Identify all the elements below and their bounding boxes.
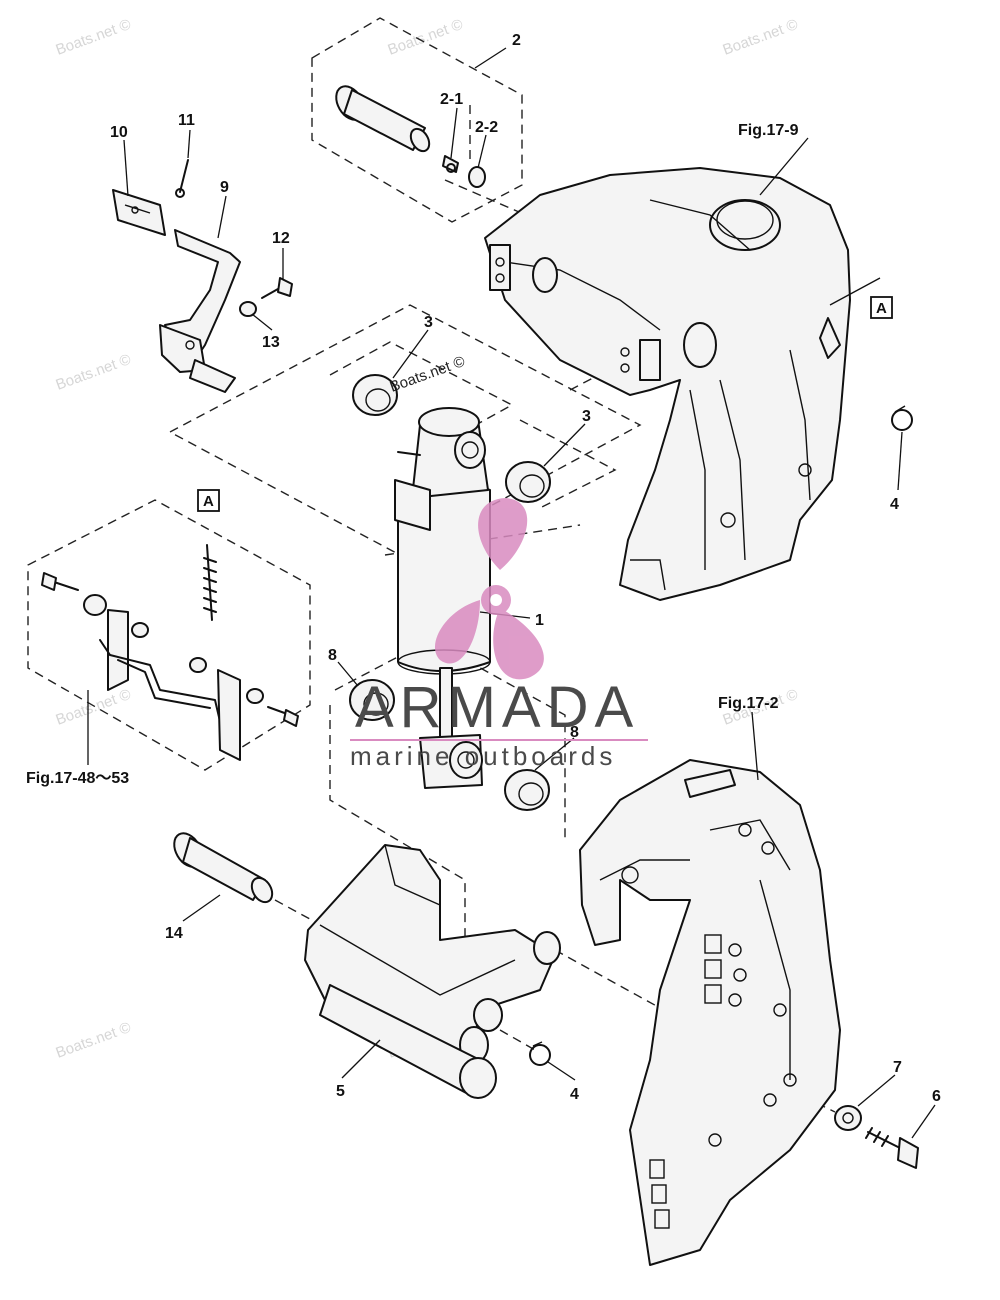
callout-2-1: 2-1 [440, 91, 463, 108]
fig-17-9-label: Fig.17-9 [738, 122, 799, 139]
callout-5: 5 [336, 1083, 345, 1100]
reference-mark-a-left: A [197, 489, 220, 512]
part-4-snap-ring-upper [891, 405, 913, 431]
watermark-text: Boats.net © [721, 16, 801, 59]
callout-11: 11 [178, 112, 195, 129]
part-14-pin [173, 832, 274, 904]
callout-13: 13 [262, 334, 280, 351]
callout-9: 9 [220, 179, 229, 196]
part-2-1-grease-nipple [442, 155, 459, 173]
callout-4-upper: 4 [890, 496, 899, 513]
watermark-text: Boats.net © [54, 686, 134, 729]
callout-7: 7 [893, 1059, 902, 1076]
callout-2-2: 2-2 [475, 119, 498, 136]
callout-10: 10 [110, 124, 128, 141]
fig-17-48-53-label: Fig.17-48～53 [26, 770, 129, 787]
part-12-bolt [261, 277, 293, 299]
brand-tagline: marine outboards [350, 741, 616, 771]
reference-mark-a-left-text: A [203, 493, 214, 510]
part-7-washer [834, 1105, 862, 1131]
part-4-snap-ring-lower [529, 1041, 551, 1066]
callout-12: 12 [272, 230, 290, 247]
armada-watermark: ARMADA marine outboards Boats.net © [350, 353, 648, 771]
part-11-screw [175, 159, 189, 198]
swivel-bracket [484, 167, 851, 601]
callout-4-lower: 4 [570, 1086, 579, 1103]
part-2-pin [335, 85, 431, 153]
part-13-nut [239, 301, 257, 317]
callout-8-right: 8 [570, 724, 579, 741]
part-5-tilt-tube [304, 844, 561, 1099]
callout-3-right: 3 [582, 408, 591, 425]
watermark-text: Boats.net © [386, 16, 466, 59]
fig-17-2-label: Fig.17-2 [718, 695, 779, 712]
clamp-bracket [579, 759, 841, 1266]
watermark-text-center: Boats.net © [388, 353, 468, 396]
part-9-lever-bracket [159, 229, 241, 393]
leader-lines [87, 47, 936, 1139]
brand-name: ARMADA [355, 675, 639, 740]
reference-mark-a-top: A [870, 296, 893, 319]
callout-1: 1 [535, 612, 544, 629]
part-3-bushing-right [505, 461, 551, 503]
part-8-bushing-right [504, 769, 550, 811]
callout-3-upper: 3 [424, 314, 433, 331]
callout-2: 2 [512, 32, 521, 49]
watermark-text: Boats.net © [54, 351, 134, 394]
part-10-plate [112, 189, 166, 236]
watermark-text: Boats.net © [54, 1019, 134, 1062]
part-8-bushing-left [349, 679, 395, 721]
part-3-bushing-upper [352, 374, 398, 416]
callout-numbers: 2 2-1 2-2 10 11 9 12 13 3 3 4 1 8 8 14 5… [110, 32, 941, 1105]
part-6-bolt [865, 1127, 919, 1169]
linkage-assembly [41, 544, 299, 761]
watermark-text: Boats.net © [54, 16, 134, 59]
propeller-logo-icon [434, 498, 544, 680]
callout-14: 14 [165, 925, 183, 942]
part-2-2-cap [468, 166, 486, 188]
callout-6: 6 [932, 1088, 941, 1105]
reference-mark-a-top-text: A [876, 300, 887, 317]
callout-8-left: 8 [328, 647, 337, 664]
